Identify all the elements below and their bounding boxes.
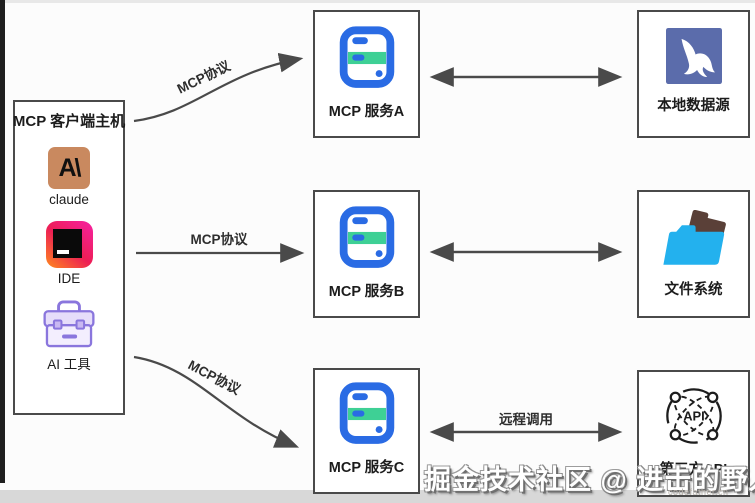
server-box-c: MCP 服务C <box>313 368 420 494</box>
resource-local-data-label: 本地数据源 <box>657 98 730 114</box>
jetbrains-inner-square <box>52 229 82 258</box>
edge-label-remote-call: 远程调用 <box>499 412 553 427</box>
server-box-a: MCP 服务A <box>313 10 420 138</box>
api-icon: API <box>665 388 722 444</box>
watermark-small-text: codefather.cn <box>668 487 729 497</box>
top-edge-band <box>0 0 755 3</box>
jetbrains-ide-icon <box>45 221 93 268</box>
bottom-edge-band <box>0 490 755 503</box>
server-icon <box>339 382 394 444</box>
resource-third-party-api-label: 第三方API <box>659 462 728 478</box>
arrow-client-to-server-a <box>133 52 304 123</box>
api-icon-text: API <box>683 409 705 424</box>
server-icon <box>339 206 394 268</box>
folder-icon <box>662 210 726 265</box>
resource-file-system-label: 文件系统 <box>664 282 723 298</box>
toolbox-icon <box>43 300 95 348</box>
client-host-title: MCP 客户端主机 <box>12 113 126 130</box>
claude-icon-glyph: A\ <box>58 153 82 182</box>
claude-icon: A\ <box>48 147 90 189</box>
client-item-label-ide: IDE <box>57 271 81 286</box>
arrow-client-to-server-c <box>133 355 300 448</box>
server-a-label: MCP 服务A <box>328 104 405 120</box>
client-item-label-ai-tools: AI 工具 <box>47 357 91 372</box>
jetbrains-white-bar <box>56 250 69 254</box>
resource-box-file-system: 文件系统 <box>637 190 750 318</box>
server-b-label: MCP 服务B <box>328 284 405 300</box>
edge-label-mcp-protocol-b: MCP协议 <box>190 232 248 247</box>
client-item-label-claude: claude <box>49 192 89 207</box>
client-host-box: MCP 客户端主机 A\ claude IDE AI 工具 <box>13 100 125 415</box>
resource-box-local-data: 本地数据源 <box>637 10 750 138</box>
watermark-text: 掘金技术社区 @ 进击的野人 <box>424 465 755 495</box>
resource-box-third-party-api: API 第三方API <box>637 370 750 497</box>
server-box-b: MCP 服务B <box>313 190 420 318</box>
server-icon <box>339 26 394 88</box>
left-black-bar <box>0 0 5 483</box>
server-c-label: MCP 服务C <box>328 460 405 476</box>
mysql-dolphin-icon <box>665 28 722 84</box>
